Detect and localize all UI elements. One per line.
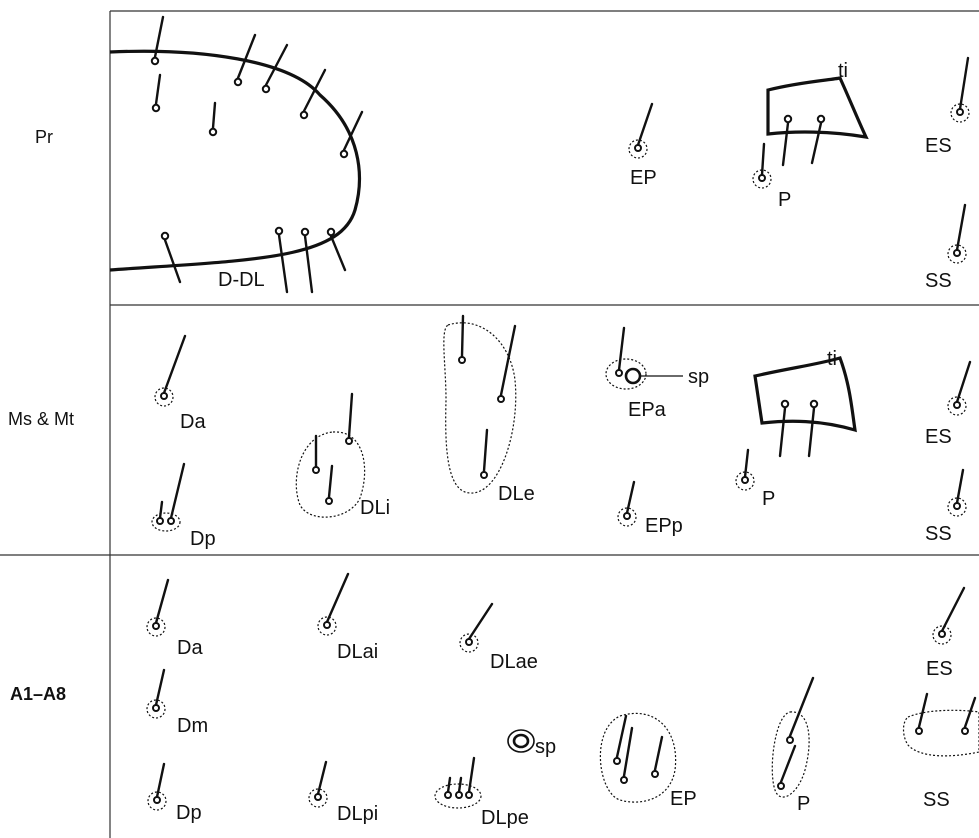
label-epp: EPp <box>645 515 683 537</box>
seta-group-ss-a: SS <box>902 692 979 811</box>
seta-group-p-a: P <box>771 676 815 815</box>
seta-es-pr: ES <box>925 56 970 157</box>
row-label-meso-metathorax: Ms & Mt <box>8 409 74 429</box>
label-dlpe: DLpe <box>481 807 529 829</box>
seta-da-a: Da <box>146 578 203 659</box>
seta-group-dli: DLi <box>295 392 390 519</box>
pronotum-outline <box>109 49 361 272</box>
seta-ss-pr: SS <box>925 203 967 292</box>
seta-es-ms: ES <box>925 360 972 448</box>
seta-epa-ms: sp EPa <box>605 326 709 421</box>
seta-ep: EP <box>628 102 657 189</box>
seta-group-ep-a: EP <box>599 712 697 810</box>
label-p-a: P <box>797 793 810 815</box>
label-ep-a: EP <box>670 788 697 810</box>
row-label-prothorax: Pr <box>35 127 53 147</box>
label-d-dl: D-DL <box>218 269 265 291</box>
label-dlai: DLai <box>337 641 378 663</box>
label-es: ES <box>925 135 952 157</box>
label-p: P <box>778 189 791 211</box>
label-ss: SS <box>925 270 952 292</box>
seta-group-dle: DLe <box>443 314 535 505</box>
label-ss-a: SS <box>923 789 950 811</box>
label-p-ms: P <box>762 488 775 510</box>
seta-p-pr: P <box>752 142 791 211</box>
seta-dm-a: Dm <box>146 668 208 737</box>
seta-dlae-a: DLae <box>459 602 538 673</box>
spiracle-a: sp <box>507 729 556 758</box>
label-ss-ms: SS <box>925 523 952 545</box>
label-dp-a: Dp <box>176 802 202 824</box>
diagram-frame <box>0 10 979 838</box>
seta-ss-ms: SS <box>925 468 967 545</box>
seta-dlpe-a: DLpe <box>434 756 529 829</box>
label-dm-a: Dm <box>177 715 208 737</box>
label-dp: Dp <box>190 528 216 550</box>
seta-dp-a: Dp <box>147 762 202 824</box>
label-dli: DLi <box>360 497 390 519</box>
plate-ti-ms: ti <box>753 348 857 458</box>
label-dlae: DLae <box>490 651 538 673</box>
label-es-a: ES <box>926 658 953 680</box>
label-dlpi: DLpi <box>337 803 378 825</box>
seta-p-ms: P <box>735 448 775 510</box>
seta-dlpi-a: DLpi <box>308 760 378 825</box>
seta-dp-ms: Dp <box>151 462 216 550</box>
seta-epp-ms: EPp <box>617 480 683 537</box>
pronotum-group: D-DL <box>109 15 364 294</box>
label-ti-ms: ti <box>827 348 837 370</box>
seta-es-a: ES <box>926 586 966 680</box>
label-da: Da <box>180 411 206 433</box>
label-sp-a: sp <box>535 736 556 758</box>
row-label-abdomen: A1–A8 <box>10 684 66 704</box>
label-da-a: Da <box>177 637 203 659</box>
label-dle: DLe <box>498 483 535 505</box>
label-ti: ti <box>838 60 848 82</box>
label-ep: EP <box>630 167 657 189</box>
plate-ti-pr: ti <box>766 60 869 167</box>
seta-da-ms: Da <box>154 334 206 433</box>
seta-dlai-a: DLai <box>317 572 378 663</box>
label-epa: EPa <box>628 399 667 421</box>
label-sp-ms: sp <box>688 366 709 388</box>
label-es-ms: ES <box>925 426 952 448</box>
